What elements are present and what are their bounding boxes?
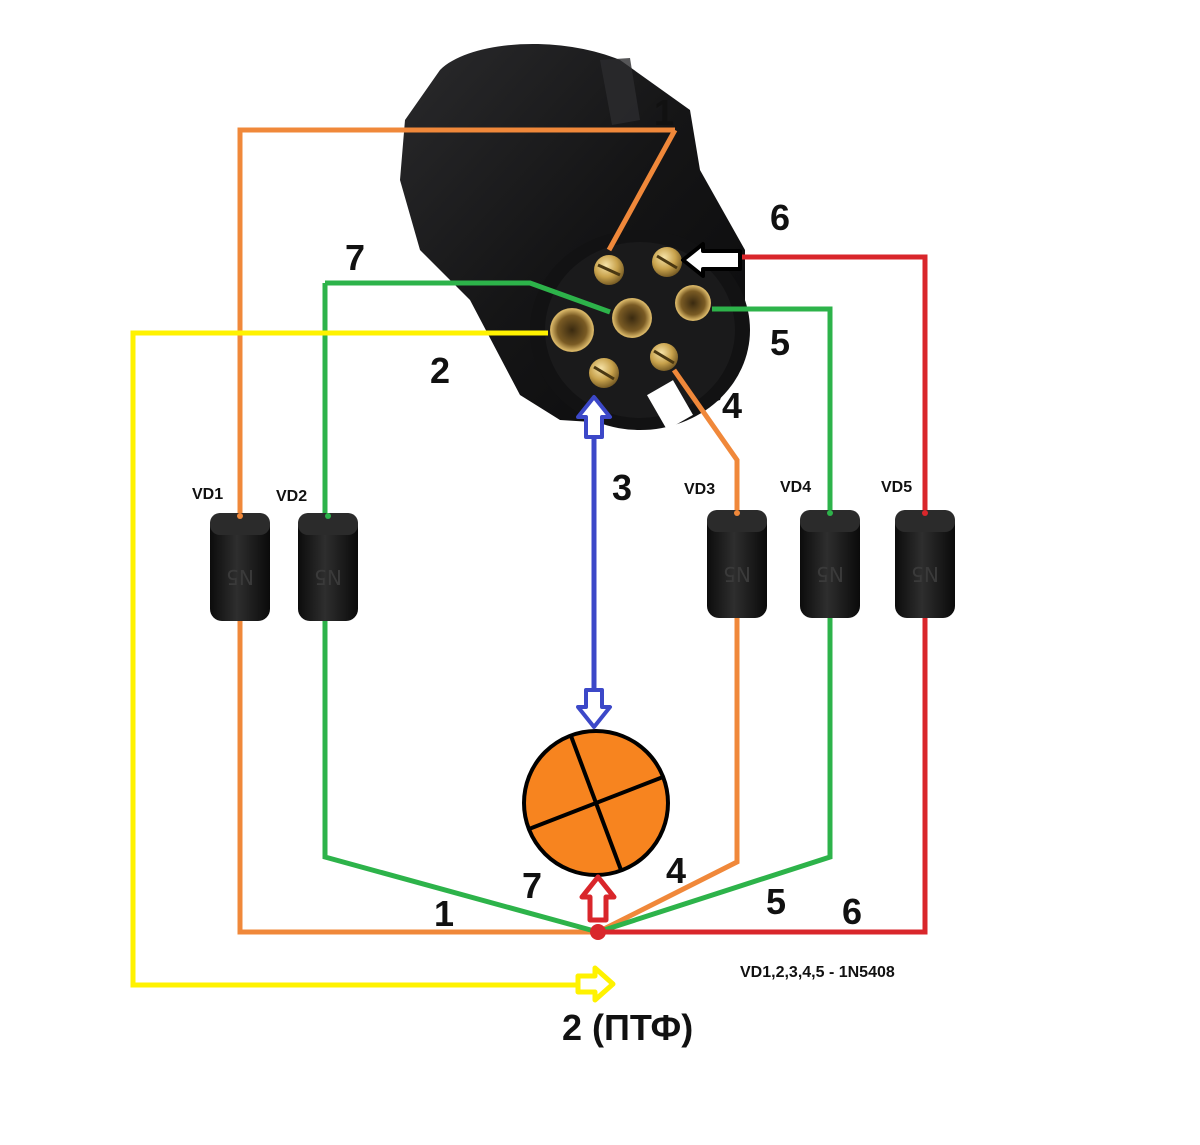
pin-5-contact [675, 285, 711, 321]
pin-label-2: 2 [430, 350, 450, 391]
wire-label-1: 1 [434, 893, 454, 934]
diode-vd2-marking: N5 [314, 565, 342, 589]
pin-label-6: 6 [770, 197, 790, 238]
arrow-down-blue-icon [576, 688, 612, 729]
pin-label-4: 4 [722, 385, 742, 426]
diode-type-note: VD1,2,3,4,5 - 1N5408 [740, 964, 895, 981]
pin-3-contact [589, 358, 619, 388]
wire-7-lower [322, 283, 599, 935]
pin-1-contact [594, 255, 624, 285]
wire-label-6: 6 [842, 891, 862, 932]
diode-vd4-marking: N5 [816, 562, 844, 586]
diode-vd3: N5 [707, 510, 767, 618]
pin-7-contact [612, 298, 652, 338]
diode-vd5-marking: N5 [911, 562, 939, 586]
wire-1-pin-lead [606, 128, 678, 252]
pin-label-7: 7 [345, 237, 365, 278]
diode-leads [237, 510, 928, 519]
trailer-plug-icon [400, 43, 750, 430]
wire-label-5: 5 [766, 881, 786, 922]
pin-label-5: 5 [770, 322, 790, 363]
pin-contacts [550, 247, 711, 388]
diode-label-vd2: VD2 [276, 488, 307, 505]
arrow-right-yellow-icon [575, 965, 616, 1003]
wire-label-4: 4 [666, 850, 686, 891]
arrow-left-pin6-icon [681, 242, 742, 278]
diode-label-vd1: VD1 [192, 486, 223, 503]
pin-2-contact [550, 308, 594, 352]
diode-vd4: N5 [800, 510, 860, 618]
arrow-up-blue-icon [576, 395, 612, 439]
wire-label-7: 7 [522, 865, 542, 906]
lamp-icon [522, 729, 670, 877]
diode-vd1: N5 [210, 513, 270, 621]
pin-6-contact [652, 247, 682, 277]
wire-4 [596, 368, 740, 935]
diode-label-vd5: VD5 [881, 479, 912, 496]
junction-dot-icon [590, 924, 606, 940]
diode-label-vd3: VD3 [684, 481, 715, 498]
wire-7 [325, 280, 611, 315]
diode-vd3-marking: N5 [723, 562, 751, 586]
diode-vd2: N5 [298, 513, 358, 621]
diode-vd1-marking: N5 [226, 565, 254, 589]
pin-label-1: 1 [654, 92, 674, 133]
diode-label-vd4: VD4 [780, 479, 811, 496]
pin-label-3: 3 [612, 467, 632, 508]
wire-2 [130, 330, 585, 988]
output-label-ptf: 2 (ПТФ) [562, 1007, 693, 1048]
diode-vd5: N5 [895, 510, 955, 618]
arrow-up-red-icon [579, 874, 617, 923]
pin-4-contact [650, 343, 678, 371]
